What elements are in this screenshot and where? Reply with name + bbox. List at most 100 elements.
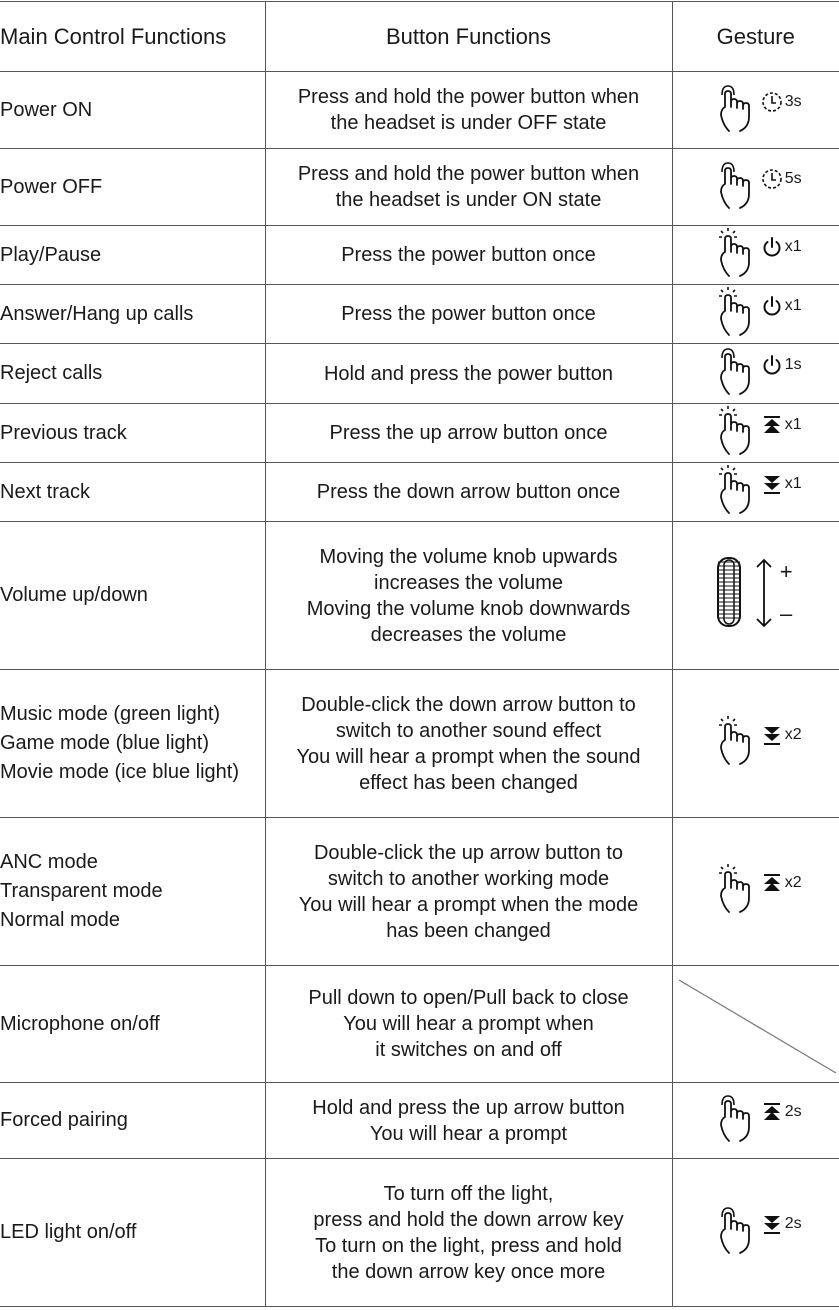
- gesture-cell: 2s: [671, 1158, 839, 1307]
- power-icon: [761, 354, 783, 376]
- description-line: Press the up arrow button once: [329, 422, 608, 444]
- gesture-cell: x1: [671, 225, 839, 285]
- button-function-description: Hold and press the power button: [264, 343, 673, 404]
- gesture-graphic: x1: [718, 464, 829, 515]
- button-function-description: Press the up arrow button once: [264, 403, 673, 463]
- main-control-function: Microphone on/off: [0, 965, 266, 1083]
- function-label: Music mode (green light): [0, 703, 221, 725]
- table-row: Previous track Press the up arrow button …: [0, 403, 839, 463]
- function-label: Next track: [0, 480, 91, 503]
- description-line: To turn on the light, press and hold: [315, 1234, 622, 1257]
- description-line: You will hear a prompt when the sound: [296, 745, 641, 768]
- function-label: Reject calls: [0, 362, 103, 384]
- up-down-arrow-icon: [756, 558, 772, 628]
- header-row: Main Control Functions Button Functions …: [0, 1, 839, 72]
- description-line: Double-click the up arrow button to: [313, 841, 624, 864]
- main-control-function: Play/Pause: [0, 225, 266, 285]
- main-control-function: Music mode (green light)Game mode (blue …: [0, 669, 266, 818]
- function-label: Play/Pause: [0, 243, 102, 266]
- gesture-graphic: +–: [716, 556, 826, 630]
- gesture-graphic: 2s: [719, 1205, 829, 1255]
- main-control-function: Next track: [0, 462, 266, 522]
- button-function-description: Press the power button once: [264, 225, 673, 285]
- main-control-function: Reject calls: [0, 343, 266, 404]
- gesture-graphic: x2: [718, 864, 829, 914]
- description-line: Press and hold the power button when: [297, 86, 640, 108]
- gesture-graphic: 1s: [719, 346, 829, 396]
- volume-plus-label: +: [779, 559, 793, 584]
- header-button-functions: Button Functions: [264, 1, 673, 72]
- gesture-count: 5s: [784, 169, 802, 187]
- description-line: Pull down to open/Pull back to close: [308, 987, 629, 1009]
- gesture-cell: 5s: [671, 148, 839, 226]
- gesture-cell: x1: [671, 462, 839, 522]
- tap-hand-icon: [718, 716, 757, 766]
- description-line: decreases the volume: [370, 623, 567, 646]
- description-line: Press and hold the power button when: [297, 163, 640, 185]
- up-arrow-icon: [761, 414, 783, 436]
- description-line: press and hold the down arrow key: [313, 1208, 624, 1231]
- main-control-function: Volume up/down: [0, 521, 266, 670]
- function-label: LED light on/off: [0, 1221, 137, 1243]
- gesture-graphic: 3s: [719, 83, 829, 133]
- gesture-cell: x1: [671, 284, 839, 344]
- tap-hand-icon: [718, 405, 757, 456]
- description-line: You will hear a prompt when: [343, 1013, 594, 1035]
- gesture-count: x2: [784, 874, 802, 891]
- gesture-graphic: x1: [718, 286, 829, 337]
- hold-hand-icon: [719, 160, 757, 210]
- function-label: Normal mode: [0, 909, 121, 931]
- hold-hand-icon: [719, 346, 757, 396]
- button-function-description: Press and hold the power button when the …: [264, 71, 673, 149]
- gesture-cell: 3s: [671, 71, 839, 149]
- up-arrow-icon: [761, 872, 783, 894]
- tap-hand-icon: [718, 286, 757, 337]
- gesture-cell: +–: [671, 521, 839, 670]
- gesture-count: x1: [784, 296, 802, 314]
- description-line: the down arrow key once more: [331, 1260, 606, 1283]
- main-control-function: Answer/Hang up calls: [0, 284, 266, 344]
- description-line: the headset is under OFF state: [330, 112, 607, 134]
- function-label: Power ON: [0, 98, 93, 121]
- description-line: You will hear a prompt: [369, 1122, 568, 1145]
- gesture-count: 2s: [784, 1103, 802, 1120]
- gesture-cell: x2: [671, 669, 839, 818]
- down-arrow-icon: [761, 724, 783, 746]
- gesture-count: 1s: [784, 356, 802, 373]
- gesture-count: x1: [784, 415, 802, 433]
- function-label: Microphone on/off: [0, 1012, 160, 1035]
- description-line: switch to another working mode: [327, 867, 610, 890]
- button-function-description: Double-click the up arrow button to switc…: [264, 817, 673, 966]
- power-icon: [761, 236, 783, 258]
- tap-hand-icon: [718, 464, 757, 515]
- gesture-cell: [671, 965, 839, 1083]
- volume-knob-icon: [716, 556, 746, 630]
- description-line: To turn off the light,: [383, 1182, 554, 1205]
- gesture-count: 2s: [784, 1215, 802, 1232]
- table-row: Microphone on/off Pull down to open/Pull …: [0, 965, 839, 1083]
- description-line: increases the volume: [374, 571, 563, 594]
- description-line: effect has been changed: [359, 771, 578, 794]
- gesture-count: x2: [784, 726, 802, 743]
- up-arrow-icon: [761, 1101, 783, 1123]
- gesture-count: 3s: [784, 92, 802, 110]
- function-label: Transparent mode: [0, 880, 163, 902]
- hold-hand-icon: [719, 1205, 757, 1255]
- description-line: Double-click the down arrow button to: [301, 693, 636, 716]
- function-label: Power OFF: [0, 175, 103, 198]
- main-control-function: Power OFF: [0, 148, 266, 226]
- description-line: Press the power button once: [341, 303, 596, 325]
- gesture-cell: x1: [671, 403, 839, 463]
- description-line: Moving the volume knob downwards: [306, 597, 631, 620]
- main-control-function: Previous track: [0, 403, 266, 463]
- table-row: Power ON Press and hold the power button …: [0, 71, 839, 149]
- tap-hand-icon: [718, 227, 757, 278]
- header-gesture: Gesture: [671, 1, 839, 72]
- description-line: switch to another sound effect: [335, 719, 602, 742]
